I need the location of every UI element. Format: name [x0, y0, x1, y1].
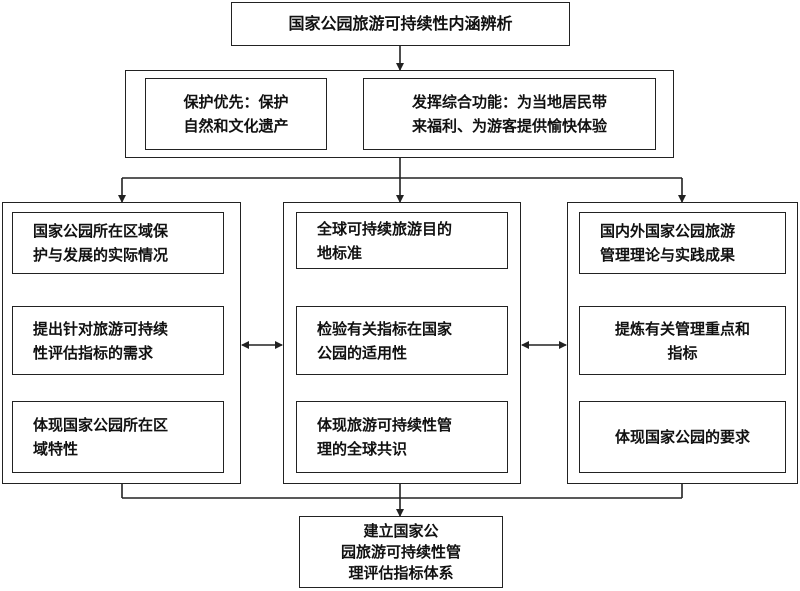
col3-item-3: 体现国家公园的要求: [579, 401, 786, 473]
col1-item-3: 体现国家公园所在区 域特性: [12, 401, 224, 473]
top-right-text: 发挥综合功能：为当地居民带 来福利、为游客提供愉快体验: [411, 93, 607, 135]
title-text: 国家公园旅游可持续性内涵辨析: [288, 14, 513, 33]
bottom-text: 建立国家公 园旅游可持续性管 理评估指标体系: [340, 521, 461, 582]
top-left-text: 保护优先：保护 自然和文化遗产: [183, 93, 289, 135]
col2-item-3: 体现旅游可持续性管 理的全球共识: [296, 401, 508, 473]
bottom-box: 建立国家公 园旅游可持续性管 理评估指标体系: [299, 516, 503, 588]
col3-item-1: 国内外国家公园旅游 管理理论与实践成果: [579, 212, 786, 274]
col1-item-1: 国家公园所在区域保 护与发展的实际情况: [12, 212, 224, 274]
top-left-box: 保护优先：保护 自然和文化遗产: [145, 78, 327, 150]
col2-item-1: 全球可持续旅游目的 地标准: [296, 212, 508, 269]
col2-item-2: 检验有关指标在国家 公园的适用性: [296, 306, 508, 375]
col1-item-2: 提出针对旅游可持续 性评估指标的需求: [12, 306, 224, 375]
col3-item-2: 提炼有关管理重点和 指标: [579, 306, 786, 375]
top-right-box: 发挥综合功能：为当地居民带 来福利、为游客提供愉快体验: [363, 78, 656, 150]
title-box: 国家公园旅游可持续性内涵辨析: [231, 2, 570, 46]
